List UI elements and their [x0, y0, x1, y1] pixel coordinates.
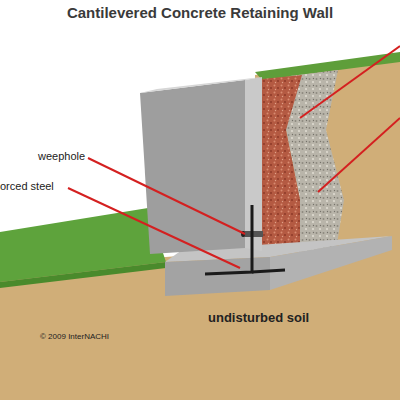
part-label: undisturbed soil — [208, 310, 309, 325]
rebar — [252, 270, 285, 272]
leader-line — [68, 188, 240, 268]
copyright-note: © 2009 InterNACHI — [40, 332, 109, 341]
leader-line — [300, 46, 400, 118]
drainage-fill — [262, 75, 302, 252]
part-label: orced steel — [0, 180, 54, 192]
grass-edge — [0, 262, 166, 288]
footing-front — [165, 257, 270, 296]
diagram-title: Cantilevered Concrete Retaining Wall — [0, 4, 400, 21]
leader-line — [88, 158, 245, 234]
footing-side — [270, 236, 392, 290]
wall-stem-top — [140, 77, 262, 93]
part-label: weephole — [38, 150, 85, 162]
soil — [0, 58, 400, 400]
leader-line — [318, 118, 400, 192]
